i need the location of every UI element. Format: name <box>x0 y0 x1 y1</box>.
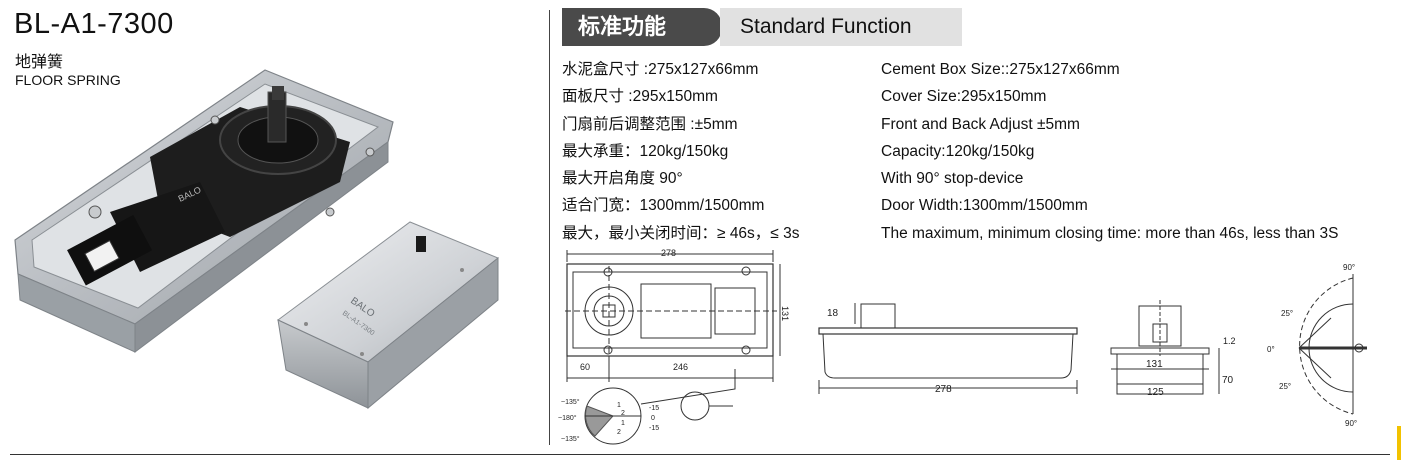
angle-bottom: 90° <box>1345 419 1357 428</box>
spec-en-adjust: Front and Back Adjust ±5mm <box>881 115 1080 133</box>
spec-en-stop-angle: With 90° stop-device <box>881 170 1024 188</box>
spec-cn-stop-angle: 最大开启角度 90° <box>562 170 683 188</box>
dim-front-bottom-width: 125 <box>1147 387 1164 398</box>
dim-plan-offset: 60 <box>580 362 590 372</box>
dim-side-length: 278 <box>935 384 952 395</box>
front-view-drawing: 131 125 1.2 70 <box>1110 300 1236 398</box>
angle-top: 90° <box>1343 263 1355 272</box>
dial-mark-2: 0 <box>651 415 655 422</box>
spec-en-closing-time: The maximum, minimum closing time: more … <box>881 224 1339 242</box>
vertical-divider <box>549 10 550 445</box>
dial-mark-1: -15 <box>649 405 659 412</box>
dial-angle-2: ~180° <box>558 414 577 422</box>
spec-en-door-width: Door Width:1300mm/1500mm <box>881 197 1088 215</box>
spec-en-cover-size: Cover Size:295x150mm <box>881 88 1047 106</box>
product-name-cn: 地弹簧 <box>15 54 64 71</box>
plan-view-drawing: 278 131 60 246 <box>565 248 790 382</box>
dim-front-depth: 70 <box>1222 375 1234 386</box>
closing-speed-dial: ~135° ~180° ~135° 1 2 1 2 -15 0 -15 <box>558 369 736 445</box>
angle-lower: 25° <box>1279 382 1291 391</box>
dim-side-height: 18 <box>827 308 839 319</box>
dim-plan-spindle: 246 <box>673 362 688 372</box>
spec-cn-cover-size: 面板尺寸 :295x150mm <box>562 88 718 106</box>
spec-cn-capacity: 最大承重：120kg/150kg <box>562 142 729 160</box>
dial-angle-3: ~135° <box>561 435 580 443</box>
dim-plan-width: 131 <box>780 306 790 321</box>
dim-front-gap: 1.2 <box>1223 336 1236 346</box>
spec-cn-adjust: 门扇前后调整范围 :±5mm <box>562 115 738 133</box>
technical-drawings: 278 131 60 246 ~135° ~180° ~135° 1 2 1 2 <box>558 248 1367 445</box>
opening-angle-drawing: 90° 25° 0° 25° 90° <box>1267 263 1367 428</box>
product-image: BALO BALO BL-A1-7300 <box>14 69 499 410</box>
dial-angle-1: ~135° <box>561 398 580 406</box>
spec-list-en: Cement Box Size::275x127x66mm Cover Size… <box>881 56 1338 247</box>
spec-list-cn: 水泥盒尺寸 :275x127x66mm 面板尺寸 :295x150mm 门扇前后… <box>562 56 800 247</box>
section-title-cn: 标准功能 <box>562 8 722 46</box>
model-number: BL-A1-7300 <box>14 8 174 40</box>
spec-cn-cement-box: 水泥盒尺寸 :275x127x66mm <box>562 61 759 78</box>
spec-en-capacity: Capacity:120kg/150kg <box>881 142 1035 160</box>
angle-zero: 0° <box>1267 345 1275 354</box>
dim-front-top-width: 131 <box>1146 359 1163 370</box>
spec-cn-door-width: 适合门宽：1300mm/1500mm <box>562 197 765 215</box>
angle-upper: 25° <box>1281 309 1293 318</box>
spec-en-cement-box: Cement Box Size::275x127x66mm <box>881 61 1120 78</box>
spec-cn-closing-time: 最大，最小关闭时间：≥ 46s，≤ 3s <box>562 224 800 242</box>
dial-num-4: 2 <box>617 429 621 436</box>
section-title-en: Standard Function <box>720 8 962 46</box>
dial-mark-3: -15 <box>649 425 659 432</box>
dial-num-3: 1 <box>621 420 625 427</box>
dim-plan-length: 278 <box>661 248 676 258</box>
bottom-divider <box>10 454 1390 455</box>
side-view-drawing: 18 278 <box>818 303 1078 395</box>
spring-mechanism: BALO <box>67 86 375 286</box>
cover-plate: BALO BL-A1-7300 <box>277 221 499 410</box>
dial-num-2: 2 <box>621 410 625 417</box>
dial-num-1: 1 <box>617 402 621 409</box>
yellow-edge-mark <box>1397 426 1401 460</box>
product-name-en: FLOOR SPRING <box>15 72 121 88</box>
